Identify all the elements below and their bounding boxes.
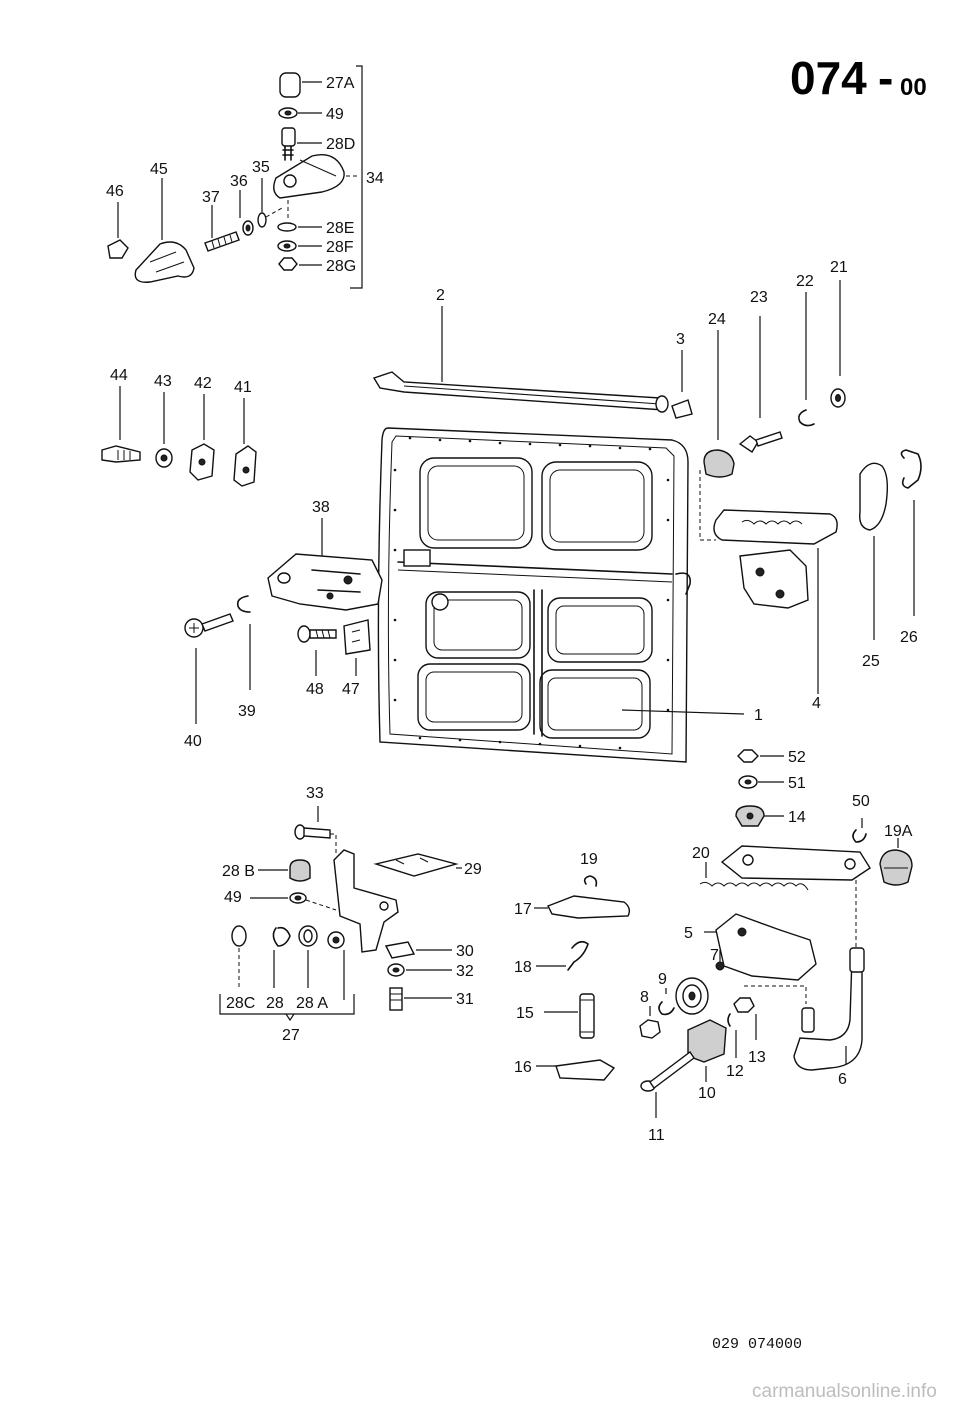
- callout-52: 52: [788, 749, 806, 766]
- callout-24: 24: [708, 311, 726, 328]
- callout-8: 8: [640, 989, 649, 1006]
- page-number-main: 074: [790, 52, 867, 104]
- callout-37: 37: [202, 189, 220, 206]
- callout-13: 13: [748, 1049, 766, 1066]
- callout-22: 22: [796, 273, 814, 290]
- callout-28A: 28 A: [296, 995, 328, 1012]
- callout-39: 39: [238, 703, 256, 720]
- callout-51: 51: [788, 775, 806, 792]
- callout-6: 6: [838, 1071, 847, 1088]
- sliding-door-panel: [377, 427, 692, 763]
- callout-28D: 28D: [326, 136, 355, 153]
- lower-hinge-cluster: [219, 806, 462, 1022]
- callout-47: 47: [342, 681, 360, 698]
- callout-33: 33: [306, 785, 324, 802]
- callout-19: 19: [580, 851, 598, 868]
- callout-31: 31: [456, 991, 474, 1008]
- lock-latch-assembly: [184, 518, 383, 724]
- callout-23: 23: [750, 289, 768, 306]
- left-small-parts: [101, 386, 257, 487]
- callout-12: 12: [726, 1063, 744, 1080]
- callout-41: 41: [234, 379, 252, 396]
- door-rivets: [393, 436, 670, 750]
- callout-44: 44: [110, 367, 128, 384]
- callout-36: 36: [230, 173, 248, 190]
- callout-5: 5: [684, 925, 693, 942]
- page-number-separator: -: [878, 52, 893, 104]
- callout-28C: 28C: [226, 995, 255, 1012]
- callout-9: 9: [658, 971, 667, 988]
- callout-35: 35: [252, 159, 270, 176]
- callout-28F: 28F: [326, 239, 354, 256]
- callout-15: 15: [516, 1005, 534, 1022]
- page-number: 074 - 00: [790, 52, 927, 104]
- callout-49-lower: 49: [224, 889, 242, 906]
- lower-catch-parts: [534, 875, 631, 1081]
- callout-10: 10: [698, 1085, 716, 1102]
- callout-19A: 19A: [884, 823, 913, 840]
- watermark: carmanualsonline.info: [752, 1381, 937, 1402]
- callout-45: 45: [150, 161, 168, 178]
- callout-43: 43: [154, 373, 172, 390]
- callout-28B: 28 B: [222, 863, 255, 880]
- callout-17: 17: [514, 901, 532, 918]
- callout-29: 29: [464, 861, 482, 878]
- lower-guide-assembly: [639, 749, 913, 1118]
- callout-48: 48: [306, 681, 324, 698]
- callout-34: 34: [366, 170, 384, 187]
- callout-30: 30: [456, 943, 474, 960]
- upper-roller-track: [372, 306, 693, 419]
- callout-labels: 27A 49 28D 34 28E 28F 28G 35 36 37 45 46…: [106, 75, 918, 1144]
- callout-20: 20: [692, 845, 710, 862]
- part-1-leader: [621, 709, 745, 715]
- drawing-reference-number: 029 074000: [712, 1336, 802, 1353]
- callout-28G: 28G: [326, 258, 356, 275]
- callout-4: 4: [812, 695, 821, 712]
- callout-32: 32: [456, 963, 474, 980]
- upper-hinge-cluster: [107, 65, 363, 289]
- callout-28: 28: [266, 995, 284, 1012]
- callout-2: 2: [436, 287, 445, 304]
- callout-16: 16: [514, 1059, 532, 1076]
- callout-42: 42: [194, 375, 212, 392]
- callout-1: 1: [754, 707, 763, 724]
- callout-28E: 28E: [326, 220, 354, 237]
- callout-49-upper: 49: [326, 106, 344, 123]
- callout-46: 46: [106, 183, 124, 200]
- callout-21: 21: [830, 259, 848, 276]
- callout-27: 27: [282, 1027, 300, 1044]
- callout-40: 40: [184, 733, 202, 750]
- upper-guide-assembly: [699, 280, 922, 694]
- page-number-sub: 00: [900, 74, 927, 101]
- callout-25: 25: [862, 653, 880, 670]
- callout-26: 26: [900, 629, 918, 646]
- callout-3: 3: [676, 331, 685, 348]
- callout-50: 50: [852, 793, 870, 810]
- callout-11: 11: [648, 1127, 665, 1144]
- callout-18: 18: [514, 959, 532, 976]
- callout-27A: 27A: [326, 75, 355, 92]
- callout-38: 38: [312, 499, 330, 516]
- callout-7: 7: [710, 947, 719, 964]
- callout-14: 14: [788, 809, 806, 826]
